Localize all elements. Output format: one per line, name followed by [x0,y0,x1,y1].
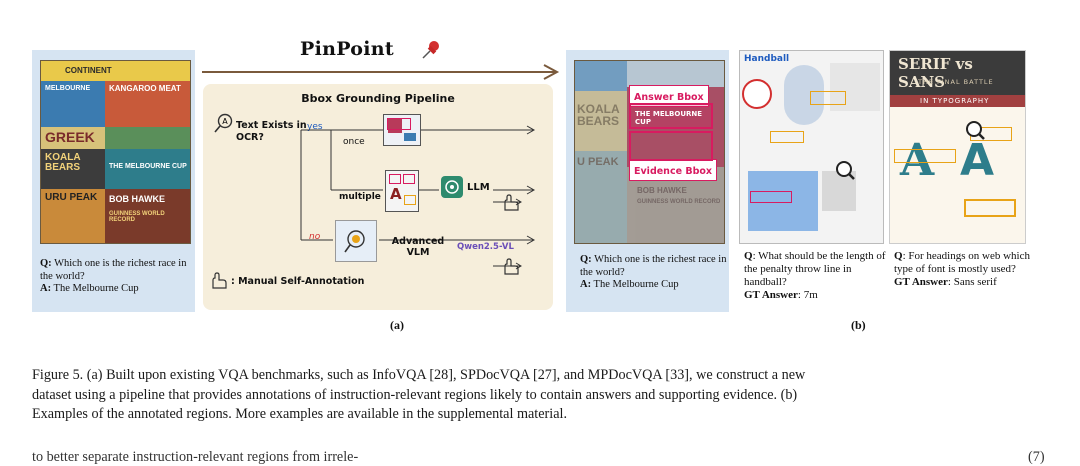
answer-bbox-tag: Answer Bbox [629,85,709,107]
poster-text: KOALA BEARS [45,152,81,173]
a-label: A: [40,283,52,294]
body-text-line: to better separate instruction-relevant … [32,449,359,465]
poster-text: GUINNESS WORLD RECORD [109,211,165,223]
figure-title: PinPoint [300,38,394,60]
panel-a-label: (a) [390,318,404,332]
decision-label: Text Exists in OCR? [236,120,307,143]
evidence-bbox-label: Evidence Bbox [634,166,713,177]
question-text: : What should be the length of the penal… [744,250,886,288]
poster-text: U PEAK [577,156,619,168]
poster-text: MELBOURNE [45,85,91,92]
poster-text: GREEK [45,129,95,145]
qwen-label: Qwen2.5-VL [457,242,514,252]
multiple-label: multiple [339,192,381,202]
q-label: Q [894,250,903,262]
answer-text: The Melbourne Cup [593,279,679,290]
magnifier-icon [966,121,985,140]
input-infographic: CONTINENT MELBOURNE KANGAROO MEAT GREEK … [40,60,191,244]
output-infographic: KOALA BEARS U PEAK BOB HAWKE GUINNESS WO… [574,60,725,244]
hand-icon [212,272,227,289]
hand-icon [504,258,519,275]
hand-icon [504,194,519,211]
fonts-title: SERIF vs SANS [898,55,973,91]
poster-text: BOB HAWKE [637,186,687,195]
advanced-vlm-label: Advanced VLM [391,236,445,258]
equation-number: (7) [1028,449,1045,465]
poster-text: KOALA BEARS [577,102,620,128]
input-qa: Q: Which one is the richest race in the … [40,258,190,296]
gt-label: GT Answer [744,289,798,301]
poster-text: GUINNESS WORLD RECORD [637,199,721,205]
panel-b-label: (b) [851,318,866,332]
answer-text: The Melbourne Cup [53,283,139,294]
fonts-subtitle: THE FINAL BATTLE [918,78,994,86]
question-text: Which one is the richest race in the wor… [40,258,187,282]
pipeline-title: Bbox Grounding Pipeline [301,92,455,105]
poster-text: URU PEAK [45,192,98,203]
answer-bbox: THE MELBOURNE CUP [629,103,713,129]
question-text: Which one is the richest race in the wor… [580,254,727,278]
gt-answer-text: : Sans serif [947,276,997,288]
fonts-qa: Q: For headings on web which type of fon… [894,250,1032,289]
flow-arrow-top [202,64,560,80]
handball-infographic: Handball [739,50,884,244]
poster-text: CONTINENT [65,66,112,75]
once-thumbnail [383,114,421,146]
pushpin-icon [422,41,439,59]
no-label: no [309,232,321,242]
output-qa: Q: Which one is the richest race in the … [580,254,730,292]
svg-text:A: A [222,117,228,126]
magnifier-icon: A [214,113,233,133]
yes-label: yes [307,122,323,132]
handball-title: Handball [744,54,790,64]
q-label: Q: [580,254,592,265]
answer-bbox-text: THE MELBOURNE CUP [635,110,703,126]
answer-bbox-label: Answer Bbox [634,92,704,103]
a-label: A: [580,279,592,290]
caption-line: Examples of the annotated regions. More … [32,406,567,422]
gt-label: GT Answer [894,276,948,288]
figure-title-text: PinPoint [300,38,394,60]
figure-caption: Figure 5. (a) Built upon existing VQA be… [32,366,1062,425]
caption-line: dataset using a pipeline that provides a… [32,386,798,403]
poster-text: KANGAROO MEAT [109,84,181,93]
llm-label: LLM [467,182,490,193]
evidence-bbox-tag: Evidence Bbox [629,159,718,181]
poster-text: BOB HAWKE [109,194,165,204]
manual-annotation-legend: : Manual Self-Annotation [231,276,365,287]
handball-qa: Q: What should be the length of the pena… [744,250,888,302]
evidence-bbox [629,131,713,161]
poster-text: THE MELBOURNE CUP [109,163,187,170]
q-label: Q: [40,258,52,269]
caption-line: Figure 5. (a) Built upon existing VQA be… [32,367,806,383]
magnifier-icon [836,161,855,180]
fonts-infographic: SERIF vs SANS THE FINAL BATTLE IN TYPOGR… [889,50,1026,244]
pipeline-box: Bbox Grounding Pipeline A Text Exists in… [203,84,553,310]
gt-answer-text: : 7m [797,289,818,301]
question-text: : For headings on web which type of font… [894,250,1030,275]
fonts-band: IN TYPOGRAPHY [920,97,990,105]
once-label: once [343,137,365,147]
no-text-thumbnail [335,220,377,262]
multiple-thumbnail: A [385,170,419,212]
chatgpt-icon [441,176,463,198]
q-label: Q [744,250,753,262]
pipeline-branches [300,125,536,270]
